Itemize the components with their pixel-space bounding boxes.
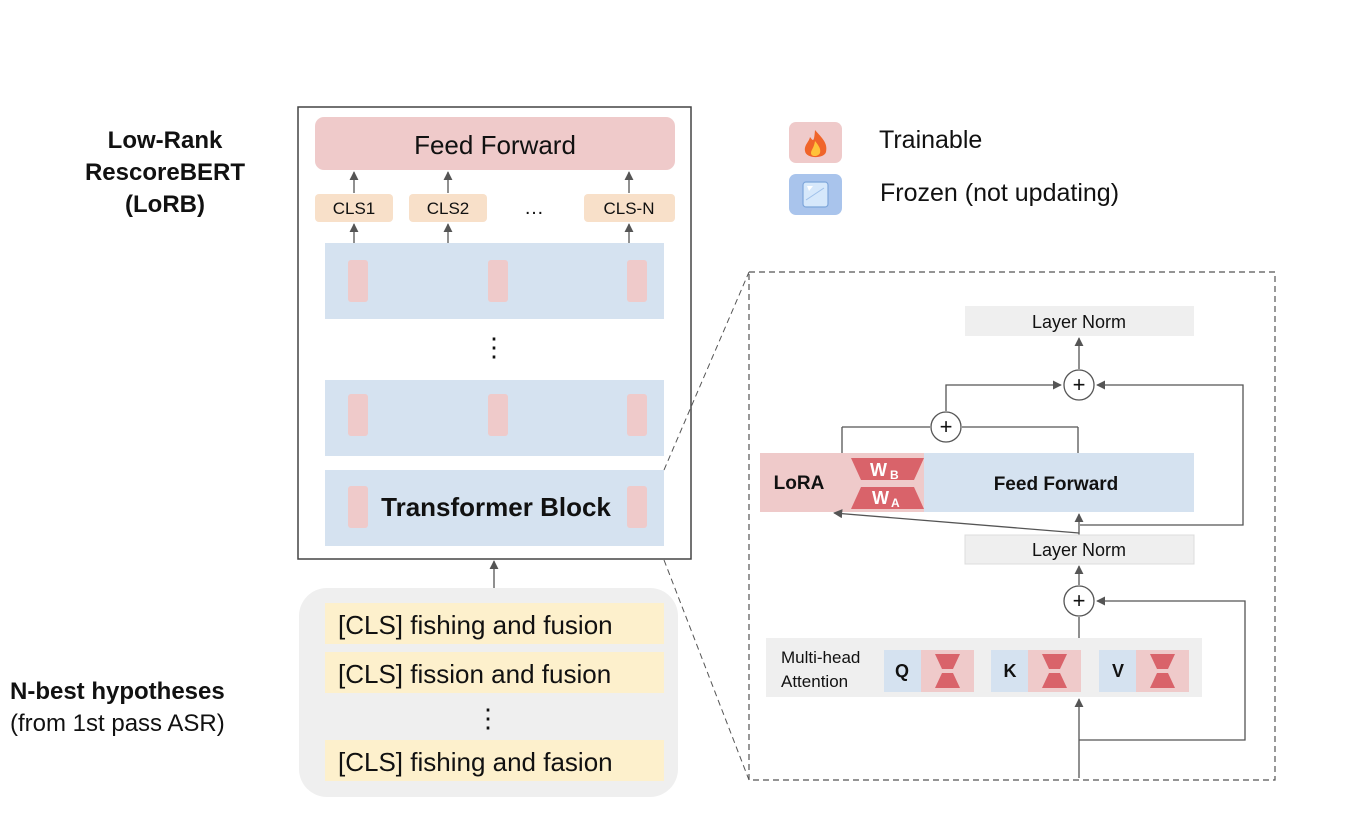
add-node-middle [930,411,962,443]
svg-text:[CLS] fishing and fusion: [CLS] fishing and fusion [338,610,613,640]
cls-token-1 [315,194,393,222]
value-projection: V [1099,650,1189,692]
svg-text:W: W [870,460,887,480]
add-node-top [1063,369,1095,401]
svg-text:Trainable: Trainable [879,126,982,154]
transformer-block-label: Transformer Block [381,492,611,522]
model-name-label: Low-Rank RescoreBERT (LoRB) [85,127,245,218]
svg-text:N-best hypotheses: N-best hypotheses [10,678,225,705]
ice-cube-icon [802,181,829,208]
feed-forward-label: Feed Forward [414,130,576,160]
layers-ellipsis: ⋮ [481,332,507,362]
nbest-label: N-best hypotheses (from 1st pass ASR) [10,678,225,737]
detail-box [748,271,1276,781]
svg-text:CLS-N: CLS-N [603,199,654,218]
feed-forward-detail-block [924,453,1194,512]
svg-text:Layer Norm: Layer Norm [1032,312,1126,332]
svg-text:Feed Forward: Feed Forward [994,474,1119,495]
residual-arrow [1080,380,1244,526]
svg-text:RescoreBERT: RescoreBERT [85,159,245,186]
query-projection: Q [884,650,974,692]
svg-text:K: K [1004,661,1017,681]
hypotheses-ellipsis: ⋮ [475,703,501,733]
legend: Trainable Frozen (not updating) [789,122,1119,215]
svg-text:Multi-head: Multi-head [781,648,860,667]
svg-text:(from 1st pass ASR): (from 1st pass ASR) [10,710,225,737]
transformer-layer-top [325,243,664,319]
transformer-block: Transformer Block [325,470,664,546]
svg-text:B: B [890,468,899,482]
add-node-bottom [1063,585,1095,617]
lora-wa-matrix: W A [851,487,924,510]
svg-text:Low-Rank: Low-Rank [108,127,223,154]
cls-token-n [584,194,675,222]
svg-text:+: + [1073,372,1086,397]
svg-text:Frozen (not updating): Frozen (not updating) [880,179,1119,207]
svg-text:Q: Q [895,661,909,681]
hypothesis-2 [325,652,664,693]
svg-text:[CLS] fishing and fasion: [CLS] fishing and fasion [338,747,613,777]
svg-text:+: + [1073,588,1086,613]
svg-text:W: W [872,488,889,508]
layer-norm-top [965,306,1194,336]
cls-ellipsis: … [524,197,544,219]
hypothesis-1 [325,603,664,644]
arrow [833,509,1080,534]
svg-text:[CLS] fission and fusion: [CLS] fission and fusion [338,659,611,689]
svg-text:(LoRB): (LoRB) [125,191,205,218]
svg-text:CLS2: CLS2 [427,199,470,218]
layer-norm-middle [964,534,1195,565]
arrow [945,380,1062,411]
transformer-layer-middle [325,380,664,456]
hypothesis-3 [325,740,664,781]
zoom-line-top [663,271,750,471]
svg-text:Attention: Attention [781,672,848,691]
key-projection: K [991,650,1081,692]
fire-icon [804,130,827,158]
residual-arrow [1079,596,1246,741]
cls-token-2 [409,194,487,222]
lora-wb-matrix: W B [851,458,924,482]
svg-text:CLS1: CLS1 [333,199,376,218]
svg-text:LoRA: LoRA [774,473,825,494]
svg-text:V: V [1112,661,1124,681]
svg-text:Layer Norm: Layer Norm [1032,540,1126,560]
svg-text:+: + [940,414,953,439]
svg-text:A: A [891,496,900,510]
feed-forward-block [315,117,675,170]
